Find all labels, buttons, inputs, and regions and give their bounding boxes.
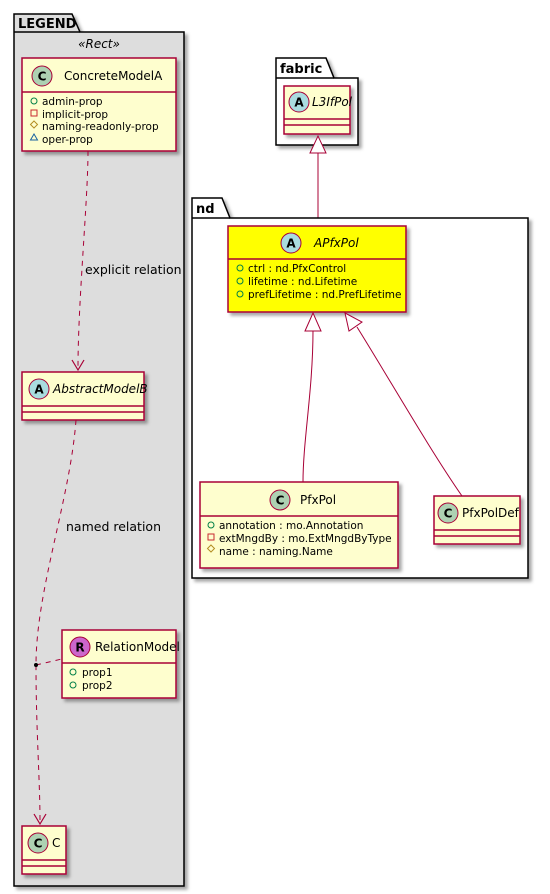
attr-implicit-prop: implicit-prop [42,109,108,121]
attr-name: name : naming.Name [219,546,333,558]
public-icon [236,277,244,285]
class-abstract-model-b[interactable]: A AbstractModelB [21,371,148,421]
class-icon-letter: C [38,70,47,84]
class-icon-letter: A [34,383,44,397]
named-relation-label: named relation [66,519,161,534]
class-name: PfxPol [300,493,336,507]
class-name: C [52,836,60,850]
inherit-pfxpoldef-apfxpol [344,312,463,497]
inherit-pfxpol-apfxpol [302,311,322,483]
class-icon [31,65,53,87]
private-icon [207,533,215,541]
class-name: ConcreteModelA [64,69,163,83]
public-icon [236,290,244,298]
class-icon [269,489,291,511]
inherit-apfxpol-l3ifpol [309,134,327,226]
legend-title: LEGEND [18,17,77,32]
class-icon [27,832,49,854]
class-relation-model[interactable]: R RelationModel prop1 prop2 [61,629,180,699]
abstract-icon [28,378,50,400]
protected-icon [206,544,216,553]
class-icon-letter: C [444,507,453,521]
class-name: PfxPolDef [462,506,520,520]
class-icon-letter: C [276,494,285,508]
class-icon-letter: A [286,237,296,251]
class-icon [437,502,459,524]
public-icon [69,668,77,676]
public-icon [30,97,38,105]
abstract-icon [288,91,310,113]
attr-preflifetime: prefLifetime : nd.PrefLifetime [248,289,401,301]
attr-oper-prop: oper-prop [42,134,93,146]
legend-stereotype: «Rect» [78,37,120,51]
public-icon [207,521,215,529]
relation-icon [69,636,91,658]
class-pfxpoldef[interactable]: C PfxPolDef [433,495,521,545]
public-icon [236,264,244,272]
attr-lifetime: lifetime : nd.Lifetime [248,276,357,288]
class-name: RelationModel [95,640,180,654]
nd-title: nd [196,202,215,217]
protected-icon [29,120,39,129]
class-icon-letter: R [75,641,84,655]
attr-admin-prop: admin-prop [42,96,103,108]
class-pfxpol[interactable]: C PfxPol annotation : mo.Annotation extM… [199,481,399,569]
fabric-title: fabric [280,62,322,77]
class-icon-letter: A [294,96,304,110]
class-apfxpol[interactable]: A APfxPol ctrl : nd.PfxControl lifetime … [227,225,407,313]
class-name: AbstractModelB [52,382,148,396]
attr-extmngdby: extMngdBy : mo.ExtMngdByType [219,533,392,545]
association-point [34,663,38,667]
explicit-relation: explicit relation [71,150,182,372]
private-icon [30,109,38,117]
class-name: APfxPol [313,236,359,250]
attr-naming-readonly-prop: naming-readonly-prop [42,121,159,133]
class-c[interactable]: C C [21,825,67,875]
named-relation: named relation [33,419,161,826]
attr-ctrl: ctrl : nd.PfxControl [248,263,346,275]
public-icon [69,681,77,689]
class-l3ifpol[interactable]: A L3IfPol [283,85,353,135]
class-icon-letter: C [34,837,43,851]
class-name: L3IfPol [312,95,353,109]
attr-prop2: prop2 [82,680,113,692]
attr-prop1: prop1 [82,667,113,679]
package-icon [29,133,39,141]
abstract-icon [280,232,302,254]
class-concrete-model-a[interactable]: C ConcreteModelA admin-prop implicit-pro… [21,57,177,152]
explicit-relation-label: explicit relation [85,262,182,277]
attr-annotation: annotation : mo.Annotation [219,520,363,532]
